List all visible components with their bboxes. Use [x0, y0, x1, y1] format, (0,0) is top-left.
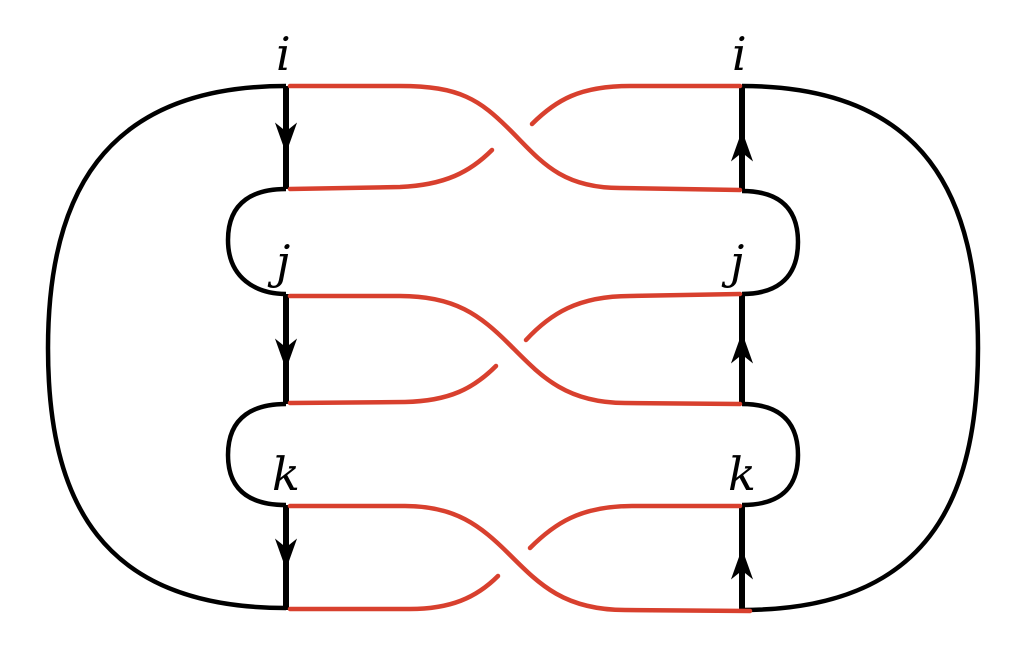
outer-arc-left: [45, 83, 287, 611]
right-cap-lower: [741, 401, 801, 508]
label-right-bottom: k: [728, 447, 756, 501]
arrow-up-icon: [730, 130, 754, 162]
outer-arc-right: [741, 83, 981, 613]
crossing-3-over: [287, 503, 753, 614]
crossing-2-over: [287, 293, 743, 407]
label-left-bottom: k: [272, 447, 300, 501]
label-left-middle: j: [267, 235, 290, 289]
arrow-down-icon: [274, 338, 298, 370]
crossing-2-under-left: [287, 363, 499, 406]
label-right-top: i: [732, 27, 747, 81]
arrow-up-icon: [730, 548, 754, 580]
crossing-1-under-left: [287, 147, 495, 192]
crossing-1-under-right: [529, 83, 743, 127]
crossing-3-under-left: [287, 573, 501, 612]
crossing-2-under-right: [523, 291, 743, 343]
left-cap-upper: [225, 186, 287, 297]
right-cap-upper: [741, 188, 801, 297]
label-right-middle: j: [721, 235, 744, 289]
arrow-up-icon: [730, 332, 754, 364]
crossing-1-over: [287, 83, 743, 193]
arrow-down-icon: [274, 538, 298, 570]
arrow-down-icon: [274, 122, 298, 154]
label-left-top: i: [276, 27, 291, 81]
crossing-3-under-right: [527, 503, 743, 551]
left-cap-lower: [225, 401, 287, 508]
